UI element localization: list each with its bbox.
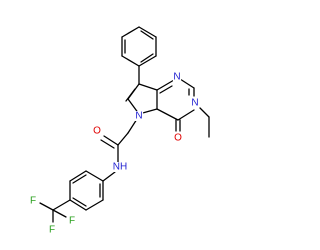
- atom-o-ring: O: [174, 133, 182, 144]
- bond: [72, 174, 87, 184]
- bond: [199, 107, 210, 118]
- bond: [125, 88, 136, 102]
- bond: [121, 26, 140, 38]
- bond: [39, 202, 54, 211]
- bond: [103, 135, 119, 146]
- bond: [85, 199, 104, 211]
- bond: [140, 53, 154, 63]
- bond: [121, 55, 140, 67]
- bond: [156, 79, 175, 91]
- bond: [177, 109, 195, 121]
- label-backdrop: [112, 162, 128, 172]
- atom-nh-amide: NH: [113, 162, 127, 173]
- bond: [102, 171, 116, 182]
- bond: [52, 209, 67, 218]
- atom-o-amide: O: [93, 126, 101, 137]
- bond: [127, 118, 138, 134]
- label-backdrop: [190, 98, 200, 108]
- bond: [179, 78, 195, 89]
- atom-f3: F: [69, 216, 75, 227]
- label-backdrop: [68, 216, 76, 226]
- label-backdrop: [173, 133, 183, 143]
- atom-f2: F: [49, 225, 55, 236]
- label-backdrop: [172, 72, 182, 82]
- bond: [52, 199, 71, 211]
- bond: [85, 170, 104, 182]
- bond: [138, 55, 157, 67]
- atom-n1: N: [173, 72, 180, 83]
- bond: [156, 108, 179, 121]
- label-backdrops: [29, 72, 200, 235]
- bond: [100, 139, 115, 149]
- bond: [117, 132, 129, 146]
- bond: [69, 170, 87, 182]
- bond: [138, 83, 158, 91]
- bond: [72, 197, 87, 207]
- structure-drawing: N N N O O NH F F F: [29, 26, 210, 236]
- atom-n3: N: [191, 98, 198, 109]
- bond: [138, 26, 157, 38]
- molecule-diagram: N N N O O NH F F F: [29, 26, 210, 236]
- atom-f1: F: [30, 196, 36, 207]
- bonds: [39, 26, 210, 223]
- label-backdrop: [48, 225, 56, 235]
- label-backdrop: [29, 196, 37, 206]
- bond: [159, 85, 173, 94]
- atom-labels: N N N O O NH F F F: [30, 72, 199, 236]
- bond: [140, 30, 154, 40]
- label-backdrop: [92, 126, 102, 136]
- label-backdrop: [134, 111, 144, 121]
- bond: [69, 199, 87, 211]
- atom-n5: N: [135, 111, 142, 122]
